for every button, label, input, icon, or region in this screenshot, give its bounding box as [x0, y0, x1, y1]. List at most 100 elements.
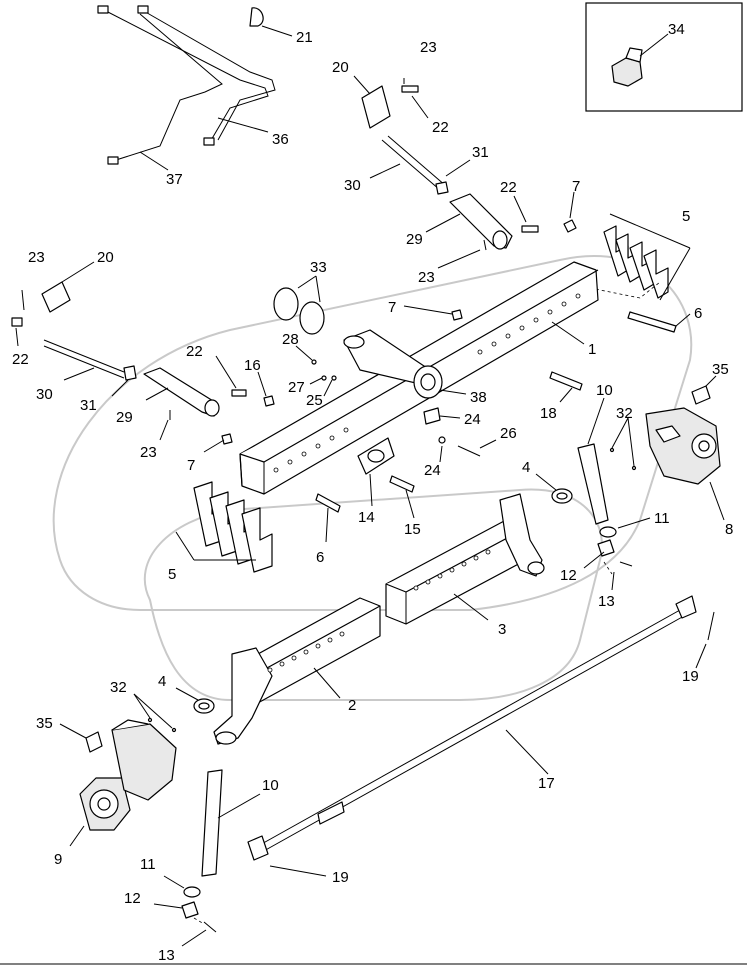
callout-label: 14 [358, 509, 375, 526]
callout-label: 24 [464, 411, 481, 428]
callout-label: 10 [596, 382, 613, 399]
pins-32-left [133, 693, 177, 733]
pivot-38 [343, 329, 467, 399]
callout-label: 9 [54, 851, 62, 868]
callout-label: 36 [272, 131, 289, 148]
callout-label: 1 [588, 341, 596, 358]
beam-holes [273, 293, 581, 473]
bolt-6-lower [315, 493, 341, 543]
hardware-11-12-13-right [583, 517, 651, 591]
nut-7-upper [563, 191, 577, 233]
watermark-logo [52, 255, 693, 701]
callout-label: 13 [598, 593, 615, 610]
callout-label: 32 [616, 405, 633, 422]
ext3-holes [413, 549, 491, 591]
bracket-20-upper [353, 75, 429, 129]
callout-label: 7 [388, 299, 396, 316]
callout-label: 20 [332, 59, 349, 76]
callout-label: 23 [28, 249, 45, 266]
washer-4-right [535, 473, 573, 504]
callout-label: 38 [470, 389, 487, 406]
callout-label: 17 [538, 775, 555, 792]
callout-label: 3 [498, 621, 506, 638]
callout-label: 23 [140, 444, 157, 461]
bracket-14 [357, 437, 395, 507]
inset-box [585, 2, 743, 112]
callout-label: 31 [80, 397, 97, 414]
rod-30-left [43, 339, 137, 397]
callout-label: 23 [418, 269, 435, 286]
callout-label: 29 [116, 409, 133, 426]
callout-label: 35 [36, 715, 53, 732]
callout-label: 4 [158, 673, 166, 690]
tag-35-right [691, 375, 717, 405]
callout-label: 23 [420, 39, 437, 56]
callout-label: 19 [332, 869, 349, 886]
axle-extension-3 [385, 493, 545, 625]
callout-label: 25 [306, 392, 323, 409]
callout-label: 7 [187, 457, 195, 474]
callout-label: 6 [316, 549, 324, 566]
callout-label: 11 [654, 510, 670, 527]
callout-label: 26 [500, 425, 517, 442]
callout-label: 11 [140, 856, 156, 873]
callout-label: 32 [110, 679, 127, 696]
pins-32-right [609, 417, 637, 471]
callout-label: 34 [668, 21, 685, 38]
callout-label: 13 [158, 947, 175, 964]
callout-label: 4 [522, 459, 530, 476]
callout-label: 2 [348, 697, 356, 714]
kingpin-10-right [577, 397, 609, 525]
arm-29-upper [425, 193, 539, 269]
rod-30-upper [369, 135, 471, 195]
kingpin-10-left [201, 769, 261, 877]
callout-label: 22 [432, 119, 449, 136]
small-parts-25-27-28 [295, 345, 337, 397]
callout-label: 22 [12, 351, 29, 368]
callout-label: 27 [288, 379, 305, 396]
callout-label: 37 [166, 171, 183, 188]
hardware-11-12-13-left [153, 875, 217, 947]
bolt-15 [389, 475, 415, 519]
callout-label: 5 [168, 566, 176, 583]
callout-label: 31 [472, 144, 489, 161]
tag-35-left [59, 723, 103, 753]
ext2-holes [267, 631, 345, 673]
callout-label: 8 [725, 521, 733, 538]
knuckle-8-right [645, 407, 725, 521]
bracket-20-left [11, 261, 95, 347]
callout-label: 21 [296, 29, 313, 46]
callout-label: 29 [406, 231, 423, 248]
callout-label: 22 [500, 179, 517, 196]
callout-label: 6 [694, 305, 702, 322]
fitting-16 [257, 371, 275, 407]
callout-label: 10 [262, 777, 279, 794]
tie-rod-17 [247, 595, 697, 861]
hydraulic-lines [97, 5, 276, 171]
arm-29-left [143, 355, 247, 453]
axle-extension-2 [213, 597, 381, 745]
callouts: 1 2 3 4 4 5 5 6 6 7 7 7 8 9 10 10 11 11 … [12, 21, 733, 964]
callout-label: 15 [404, 521, 421, 538]
cotter-19 [269, 611, 715, 877]
callout-label: 33 [310, 259, 327, 276]
plug-34 [611, 57, 643, 87]
shims-5-upper [603, 213, 691, 301]
callout-label: 22 [186, 343, 203, 360]
callout-label: 5 [682, 208, 690, 225]
bolt-18 [549, 371, 583, 403]
washer-4-left [175, 687, 215, 714]
nut-7-center [403, 305, 463, 321]
callout-label: 12 [124, 890, 141, 907]
bolt-6-upper [589, 281, 691, 333]
callout-label: 20 [97, 249, 114, 266]
callout-label: 16 [244, 357, 261, 374]
knuckle-9-left [69, 719, 177, 847]
callout-label: 12 [560, 567, 577, 584]
pin-21 [249, 7, 293, 37]
callout-label: 35 [712, 361, 729, 378]
callout-label: 18 [540, 405, 557, 422]
callout-label: 30 [36, 386, 53, 403]
callout-label: 30 [344, 177, 361, 194]
callout-label: 24 [424, 462, 441, 479]
